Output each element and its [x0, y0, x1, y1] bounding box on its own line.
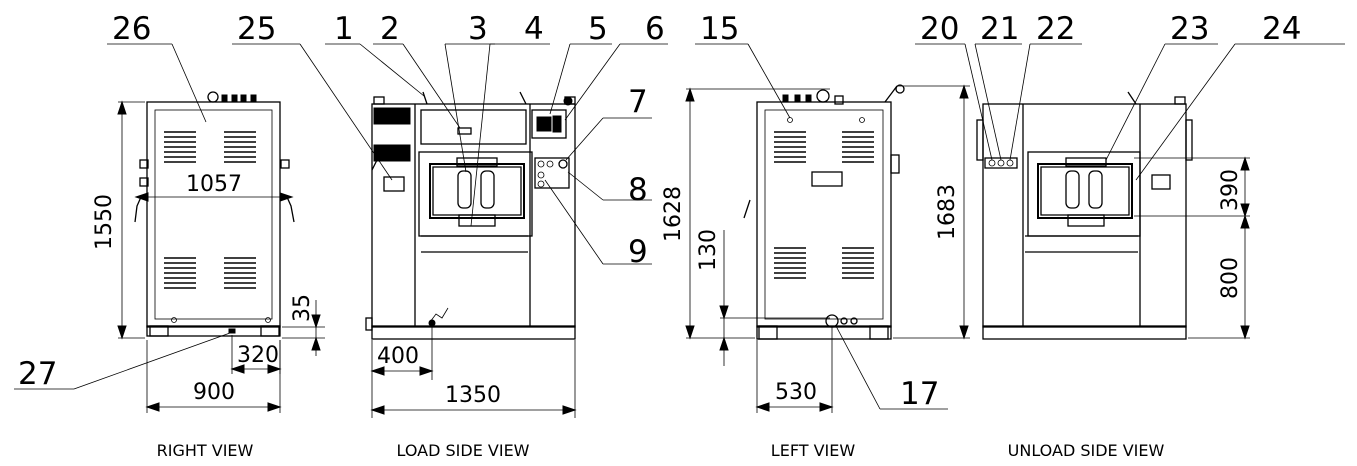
callout-24: 24	[1262, 11, 1301, 47]
dim-800: 800	[1218, 257, 1243, 299]
callout-23: 23	[1170, 11, 1209, 47]
dim-130: 130	[696, 229, 721, 271]
load-side-cabinet	[371, 103, 576, 328]
callout-1: 1	[334, 11, 354, 47]
dim-390: 390	[1218, 169, 1243, 211]
caption-unload-side-view: UNLOAD SIDE VIEW	[1008, 441, 1165, 460]
caption-load-side-view: LOAD SIDE VIEW	[397, 441, 530, 460]
dim-1057: 1057	[186, 172, 242, 197]
dim-320: 320	[237, 343, 279, 368]
dim-1350: 1350	[445, 383, 501, 408]
dim-900: 900	[193, 380, 235, 405]
left-view-cabinet	[756, 101, 892, 328]
callout-3: 3	[468, 11, 488, 47]
callout-25: 25	[237, 11, 276, 47]
callout-15: 15	[700, 11, 739, 47]
unload-side-cabinet	[982, 103, 1187, 328]
dim-400: 400	[377, 344, 419, 369]
load-side-view: 400 1350 25 1 2 3 4 5 6 7 8 9	[232, 11, 668, 460]
callout-27: 27	[18, 356, 57, 392]
callout-21: 21	[980, 11, 1019, 47]
caption-left-view: LEFT VIEW	[771, 441, 856, 460]
dim-1550: 1550	[92, 194, 117, 250]
callout-4: 4	[524, 11, 544, 47]
callout-17: 17	[900, 376, 939, 412]
callout-8: 8	[628, 172, 648, 208]
callout-2: 2	[380, 11, 400, 47]
right-view: 1550 1057 35 320 900 26 27	[14, 11, 325, 460]
callout-6: 6	[645, 11, 665, 47]
dim-1683: 1683	[935, 184, 960, 240]
callout-20: 20	[920, 11, 959, 47]
unload-side-view: 390 800 20 21 22 23 24 UNLOAD SIDE VIEW	[915, 11, 1345, 460]
callout-22: 22	[1036, 11, 1075, 47]
caption-right-view: RIGHT VIEW	[157, 441, 254, 460]
callout-9: 9	[628, 234, 648, 270]
dim-1628: 1628	[661, 186, 686, 242]
callout-26: 26	[112, 11, 151, 47]
callout-5: 5	[588, 11, 608, 47]
dim-35: 35	[290, 294, 315, 322]
right-view-cabinet	[146, 101, 281, 328]
callout-7: 7	[628, 84, 648, 120]
left-view: 1628 130 530 1683 15 17 LEFT VIEW	[661, 11, 970, 460]
dim-530: 530	[775, 380, 817, 405]
